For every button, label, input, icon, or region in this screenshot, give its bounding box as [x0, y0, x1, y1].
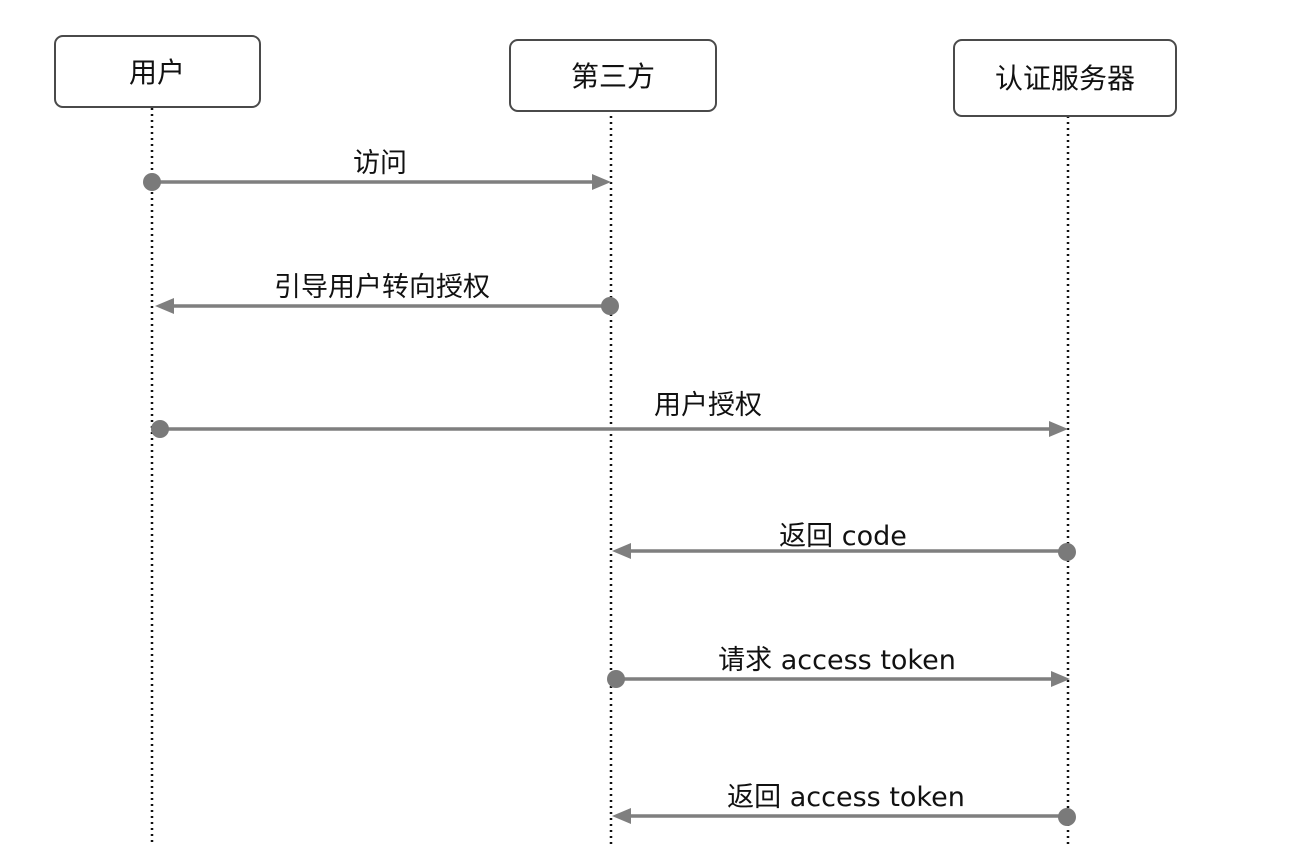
message-redirect-authorize: 引导用户转向授权 — [155, 272, 619, 315]
message-user-authorize: 用户授权 — [151, 390, 1068, 438]
message-start-dot — [607, 670, 625, 688]
actor-user: 用户 — [54, 35, 261, 108]
arrowhead-icon — [612, 808, 631, 824]
message-start-dot — [601, 297, 619, 315]
actor-auth-server: 认证服务器 — [953, 39, 1177, 117]
actor-label-third-party: 第三方 — [571, 60, 655, 93]
message-request-token: 请求 access token — [607, 645, 1070, 688]
actor-box-auth-server — [953, 39, 1177, 117]
message-label: 返回 code — [779, 521, 907, 552]
message-label: 请求 access token — [718, 645, 956, 676]
message-return-token: 返回 access token — [612, 782, 1076, 826]
message-start-dot — [1058, 543, 1076, 561]
actor-box-user — [54, 35, 261, 108]
message-visit: 访问 — [143, 148, 611, 191]
arrowhead-icon — [592, 174, 611, 190]
message-label: 用户授权 — [654, 390, 762, 421]
message-return-code: 返回 code — [612, 521, 1076, 561]
message-start-dot — [151, 420, 169, 438]
message-start-dot — [1058, 808, 1076, 826]
actor-third-party: 第三方 — [509, 39, 717, 112]
arrowhead-icon — [612, 543, 631, 559]
actor-box-third-party — [509, 39, 717, 112]
message-label: 引导用户转向授权 — [274, 272, 490, 303]
actor-label-auth-server: 认证服务器 — [995, 62, 1135, 95]
message-label: 返回 access token — [727, 782, 965, 813]
arrowhead-icon — [155, 298, 174, 314]
watermark — [680, 826, 1200, 844]
message-start-dot — [143, 173, 161, 191]
arrowhead-icon — [1049, 421, 1068, 437]
arrowhead-icon — [1051, 671, 1070, 687]
actor-label-user: 用户 — [129, 56, 185, 89]
message-label: 访问 — [353, 148, 407, 179]
